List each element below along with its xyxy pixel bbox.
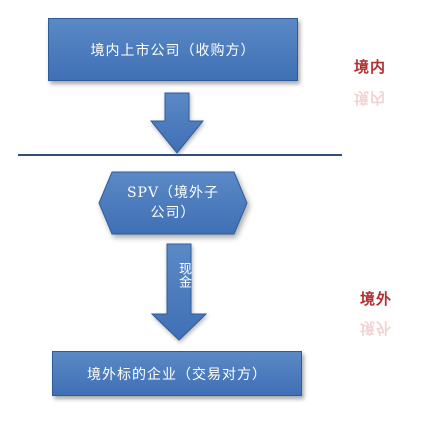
target-node: 境外标的企业（交易对方） <box>52 351 302 396</box>
spv-node: SPV（境外子公司） <box>98 171 248 235</box>
cash-flow-label: 现金 <box>176 262 191 288</box>
acquirer-node: 境内上市公司（收购方） <box>48 18 298 81</box>
region-label-overseas: 境外 <box>360 290 393 308</box>
arrow-spv-to-target <box>150 243 208 345</box>
region-label-domestic-reflection: 境内 <box>354 89 387 107</box>
spv-label: SPV（境外子公司） <box>126 185 220 221</box>
region-label-domestic: 境内 <box>354 58 387 76</box>
domestic-overseas-divider <box>18 154 342 156</box>
arrow-acquirer-to-spv <box>149 92 205 158</box>
target-label: 境外标的企业（交易对方） <box>87 366 267 383</box>
region-label-overseas-reflection: 境外 <box>360 319 393 337</box>
acquirer-label: 境内上市公司（收购方） <box>90 42 256 59</box>
